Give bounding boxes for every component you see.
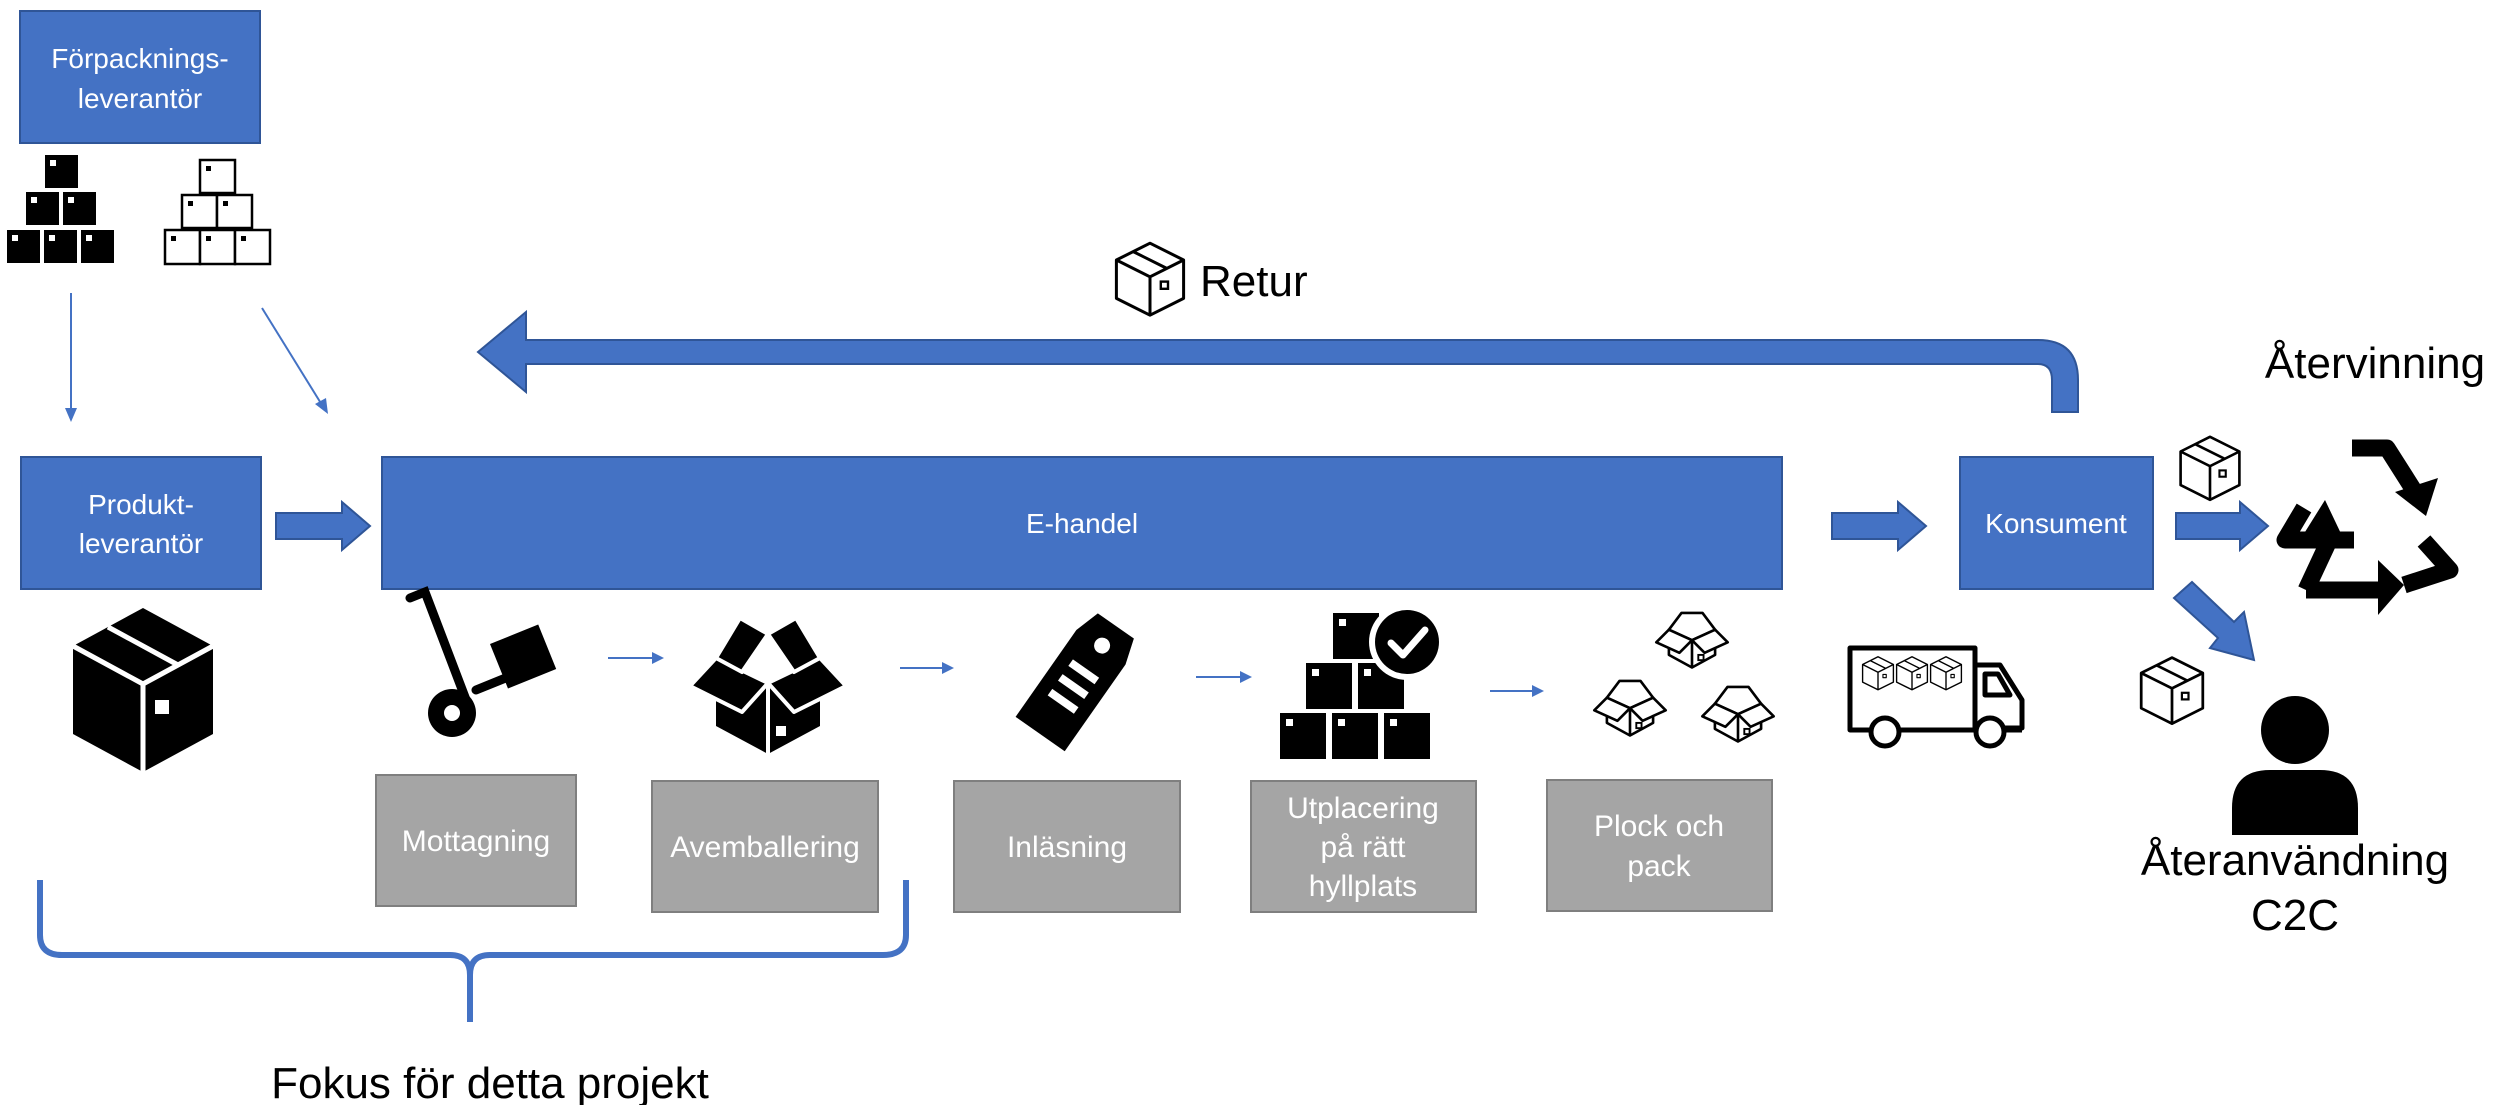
product-box-icon [71, 608, 215, 772]
small-box-icon [2179, 435, 2241, 502]
ecommerce-label: E-handel [1026, 508, 1138, 539]
step-label: Avemballering [670, 831, 860, 864]
return-box-icon [1114, 241, 1186, 317]
delivery-truck-icon [1847, 645, 2025, 749]
packaging-arrows [65, 293, 328, 422]
recycle-arrowheads [2300, 478, 2438, 615]
product-supplier-label-2: leverantör [79, 528, 204, 559]
packaging-supplier-box: Förpacknings- leverantör [19, 10, 261, 144]
step-label: Inläsning [1007, 831, 1127, 864]
return-arrow [476, 309, 2079, 413]
recycle-icon [2276, 439, 2459, 599]
step-label-2: på rätt [1320, 831, 1406, 864]
box-pyramid-outline-icon [163, 158, 272, 266]
step-label: Mottagning [402, 825, 550, 858]
consumer-label: Konsument [1985, 508, 2127, 539]
step-label-1: Plock och [1594, 810, 1724, 843]
open-box-icon [688, 616, 848, 754]
multiple-open-boxes-icon [1592, 611, 1776, 743]
step-label-3: hyllplats [1309, 870, 1417, 903]
arrow-consumer-to-recycling [2175, 499, 2270, 553]
arrow-consumer-to-reuse [2172, 580, 2256, 662]
ecommerce-box: E-handel [381, 456, 1783, 590]
focus-brace [37, 880, 909, 1022]
packaging-supplier-label-2: leverantör [78, 83, 203, 114]
consumer-box: Konsument [1959, 456, 2154, 590]
product-supplier-box: Produkt- leverantör [20, 456, 262, 590]
step-plock-och-pack: Plock och pack [1546, 779, 1773, 912]
step-avemballering: Avemballering [651, 780, 879, 913]
recycling-label: Återvinning [2265, 339, 2485, 388]
small-box-icon-2 [2139, 656, 2205, 725]
box-pyramid-filled-icon [7, 155, 114, 263]
packaging-supplier-label-1: Förpacknings- [51, 43, 228, 74]
focus-label: Fokus för detta projekt [271, 1059, 709, 1105]
reuse-label-2: C2C [2251, 891, 2339, 940]
step-label-1: Utplacering [1287, 792, 1439, 825]
return-label: Retur [1200, 257, 1308, 306]
step-utplacering: Utplacering på rätt hyllplats [1250, 780, 1477, 913]
step-label-2: pack [1627, 850, 1691, 883]
step-mottagning: Mottagning [375, 774, 577, 907]
step-inlasning: Inläsning [953, 780, 1181, 913]
reuse-label-1: Återanvändning [2141, 836, 2449, 885]
arrow-product-to-ecommerce [275, 499, 372, 553]
price-tag-icon [1015, 613, 1134, 752]
step-arrows [608, 652, 1544, 697]
hand-truck-icon [405, 586, 557, 737]
product-supplier-label-1: Produkt- [88, 489, 194, 520]
person-icon [2232, 696, 2358, 835]
arrow-ecommerce-to-consumer [1831, 499, 1928, 553]
stacked-boxes-check-icon [1280, 604, 1445, 759]
